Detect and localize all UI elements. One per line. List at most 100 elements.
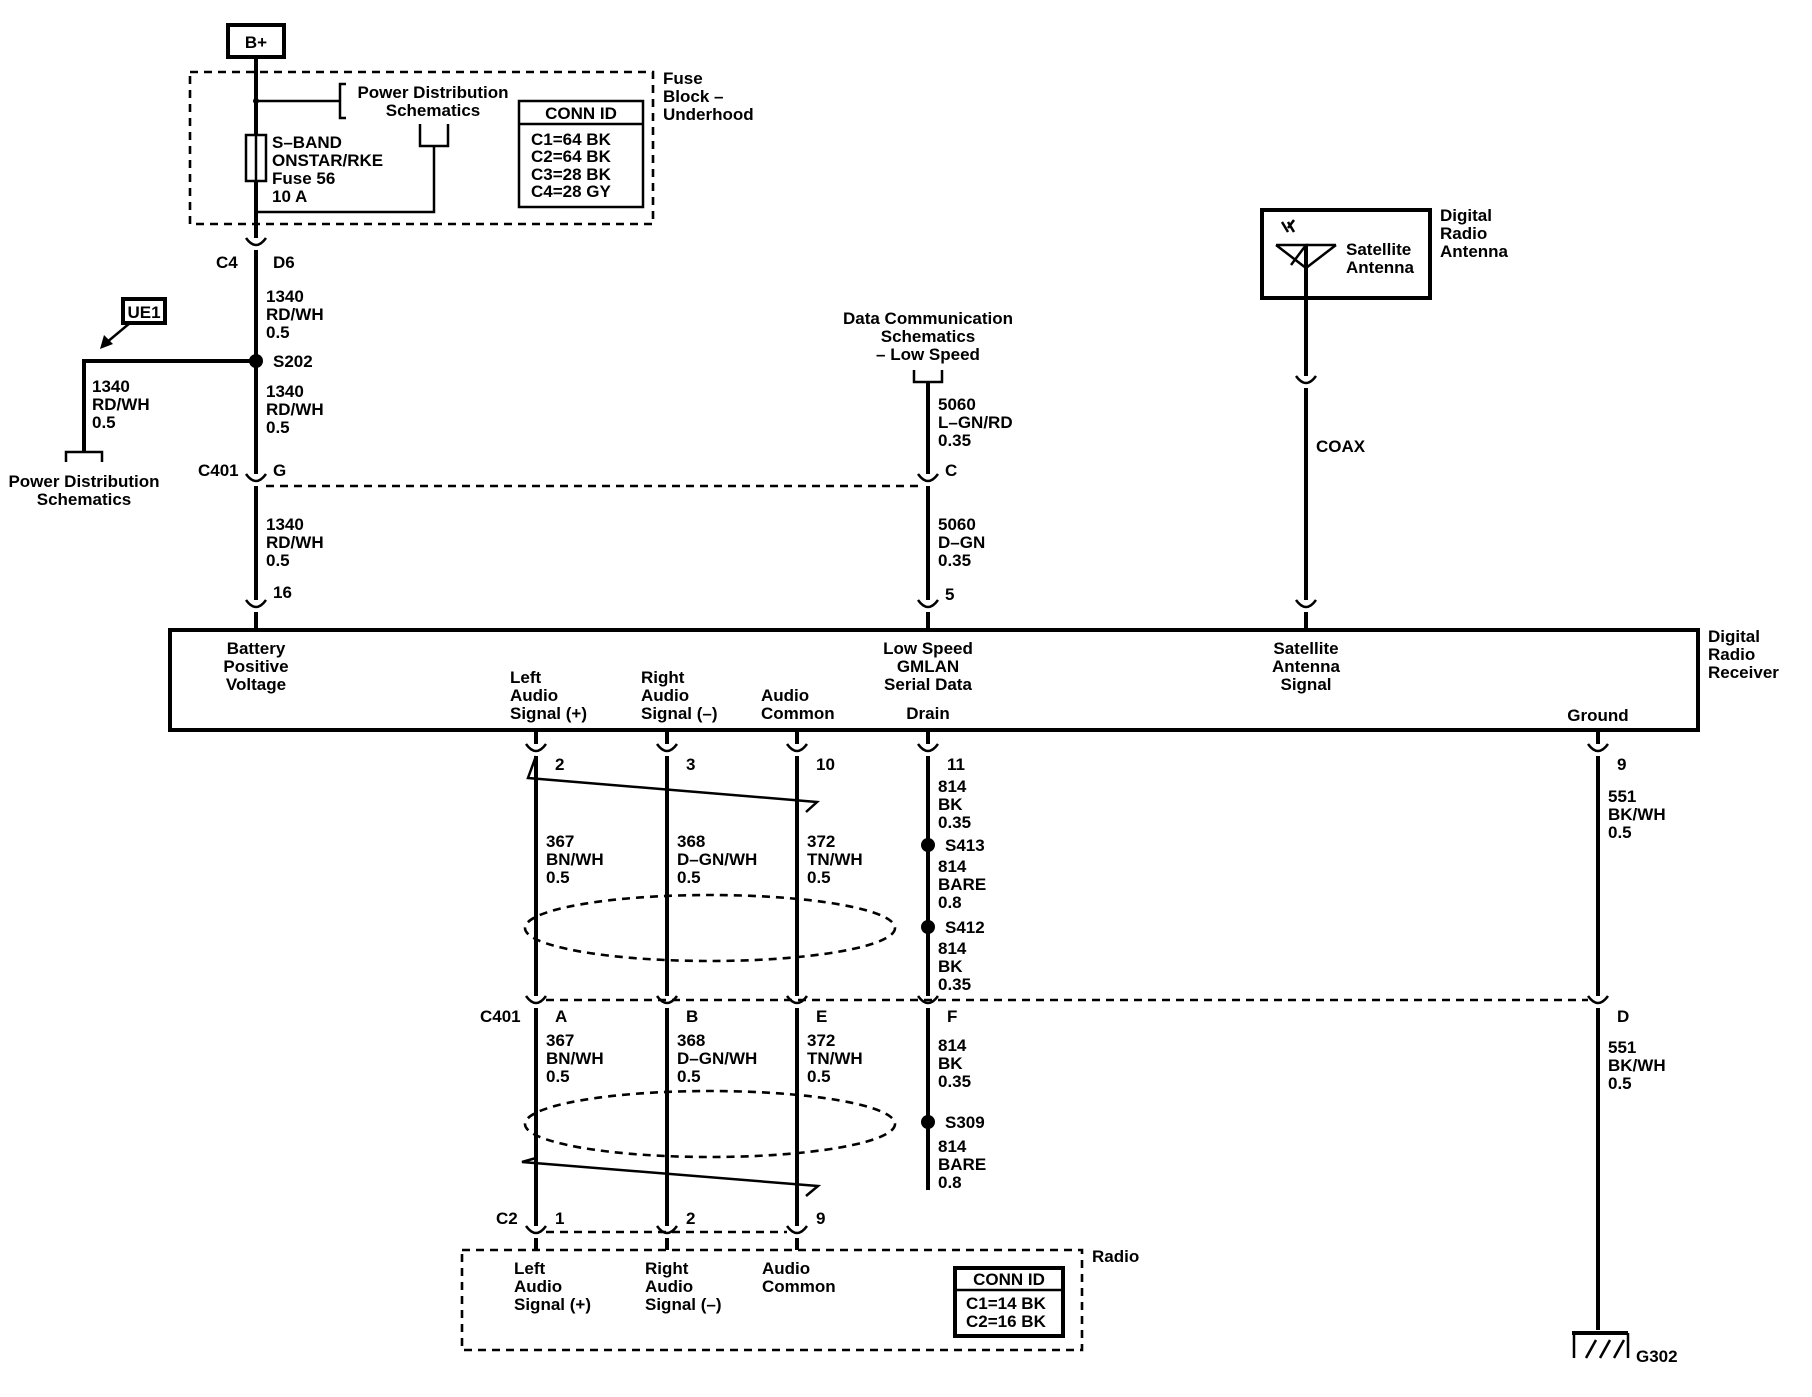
c401-pin-d: D (1617, 1007, 1629, 1026)
antenna-box (1260, 208, 1432, 300)
receiver-common-1: Audio (761, 686, 809, 705)
wire-5060-b-2: D–GN (938, 533, 985, 552)
fuse-conn-row-1: C1=64 BK (531, 130, 612, 149)
pin-common-symbol (785, 743, 809, 753)
wire-814-bare-b-3: 0.8 (938, 1173, 962, 1192)
antenna-waves-icon (1280, 219, 1296, 233)
c401-pin-b-symbol (655, 995, 679, 1005)
receiver-title-2: Radio (1708, 645, 1755, 664)
wire-372-b-1: 372 (807, 1031, 835, 1050)
connector-c4-name: C4 (216, 253, 238, 272)
c401-bottom-name: C401 (480, 1007, 521, 1026)
wire-1340-branch-2: RD/WH (92, 395, 150, 414)
receiver-right-2: Audio (641, 686, 689, 705)
wire-372-b-3: 0.5 (807, 1067, 831, 1086)
splice-s309-label: S309 (945, 1113, 985, 1132)
wire-814-bare-b-1: 814 (938, 1137, 967, 1156)
wire-814-bare-a-3: 0.8 (938, 893, 962, 912)
receiver-pin-right: 3 (686, 755, 695, 774)
wire-1340-branch-3: 0.5 (92, 413, 116, 432)
receiver-ground: Ground (1567, 706, 1628, 725)
c401-pin-e-symbol (785, 995, 809, 1005)
c401-pin-f: F (947, 1007, 957, 1026)
connector-c4-pin: D6 (273, 253, 295, 272)
fuse-block-title-3: Underhood (663, 105, 754, 124)
ground-hatch-icon (1584, 1339, 1626, 1359)
bplus-label: B+ (245, 33, 267, 52)
wire-551-b-3: 0.5 (1608, 1074, 1632, 1093)
c2-pin-9: 9 (816, 1209, 825, 1228)
shield-upper (523, 893, 897, 963)
bracket-power-dist-bottom (418, 124, 450, 148)
c401-pin-e: E (816, 1007, 827, 1026)
receiver-battery-1: Battery (227, 639, 286, 658)
wire-1340-branch (82, 359, 256, 452)
receiver-pin-ground: 9 (1617, 755, 1626, 774)
fuse-label-1: S–BAND (272, 133, 342, 152)
wire-372-a-3: 0.5 (807, 868, 831, 887)
receiver-gmlan-2: GMLAN (897, 657, 959, 676)
wire-372-a-2: TN/WH (807, 850, 863, 869)
pin-5-symbol (916, 599, 940, 609)
radio-conn-row-2: C2=16 BK (966, 1312, 1047, 1331)
fuse-power-dist-2: Schematics (386, 101, 481, 120)
data-comm-1: Data Communication (843, 309, 1013, 328)
wire-1340-a-3: 0.5 (266, 323, 290, 342)
bracket-power-dist-left (64, 450, 104, 462)
coax-connector-bottom (1294, 599, 1318, 609)
c2-name: C2 (496, 1209, 518, 1228)
receiver-gmlan-1: Low Speed (883, 639, 973, 658)
fuse-block-outline (188, 70, 655, 226)
receiver-common-2: Common (761, 704, 835, 723)
c2-pin-2-symbol (655, 1225, 679, 1235)
fuse-label-3: Fuse 56 (272, 169, 335, 188)
receiver-pin-common: 10 (816, 755, 835, 774)
wire-367-a-2: BN/WH (546, 850, 604, 869)
wire-1340-a-2: RD/WH (266, 305, 324, 324)
ue1-arrow-line (105, 322, 131, 344)
antenna-inner-1: Satellite (1346, 240, 1411, 259)
receiver-pin-drain: 11 (947, 755, 965, 774)
radio-outline (460, 1248, 1084, 1352)
radio-left-1: Left (514, 1259, 546, 1278)
wire-814-b-3: 0.35 (938, 975, 971, 994)
coax-connector-top (1294, 375, 1318, 385)
radio-right-3: Signal (–) (645, 1295, 722, 1314)
receiver-drain: Drain (906, 704, 949, 723)
receiver-title-1: Digital (1708, 627, 1760, 646)
wire-5060-a-1: 5060 (938, 395, 976, 414)
wire-814-bare-b-2: BARE (938, 1155, 986, 1174)
radio-title: Radio (1092, 1247, 1139, 1266)
radio-left-2: Audio (514, 1277, 562, 1296)
radio-common-1: Audio (762, 1259, 810, 1278)
receiver-battery-2: Positive (223, 657, 288, 676)
ue1-arrowhead (100, 335, 113, 349)
wire-367-b-3: 0.5 (546, 1067, 570, 1086)
wire-372-a-1: 372 (807, 832, 835, 851)
c2-pin-1: 1 (555, 1209, 564, 1228)
radio-right-2: Audio (645, 1277, 693, 1296)
wire-551-a-2: BK/WH (1608, 805, 1666, 824)
receiver-pin-left: 2 (555, 755, 564, 774)
receiver-title-3: Receiver (1708, 663, 1779, 682)
c401-top-name: C401 (198, 461, 239, 480)
wire-368-b-1: 368 (677, 1031, 705, 1050)
c401-top-pin-g: G (273, 461, 286, 480)
wire-368-a-1: 368 (677, 832, 705, 851)
pin-16-label: 16 (273, 583, 292, 602)
twist-marker-upper (526, 755, 820, 813)
wire-814-a-2: BK (938, 795, 963, 814)
antenna-inner-2: Antenna (1346, 258, 1415, 277)
pin-ground-symbol (1586, 743, 1610, 753)
wire-367-b-1: 367 (546, 1031, 574, 1050)
wire-1340-c-2: RD/WH (266, 533, 324, 552)
fuse-label-2: ONSTAR/RKE (272, 151, 383, 170)
wire-1340-a-1: 1340 (266, 287, 304, 306)
c401-pin-b: B (686, 1007, 698, 1026)
splice-s202-label: S202 (273, 352, 313, 371)
data-comm-2: Schematics (881, 327, 976, 346)
wire-5060-b-3: 0.35 (938, 551, 971, 570)
wire-fuse-return (256, 146, 436, 214)
wire-1340-c-3: 0.5 (266, 551, 290, 570)
ue1-label: UE1 (127, 303, 160, 322)
